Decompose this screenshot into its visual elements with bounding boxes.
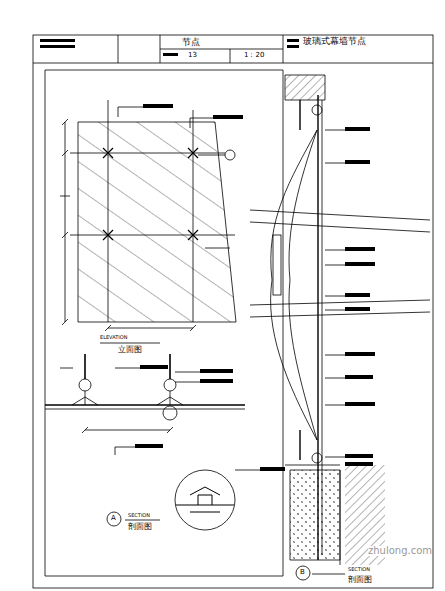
- callout-letter: A: [111, 515, 116, 522]
- view-name: 立面图: [118, 346, 142, 354]
- callout-bars: [40, 39, 375, 471]
- view-name: SECTION: [128, 513, 150, 518]
- title-text: 节点: [182, 38, 200, 47]
- view-name: 剖面图: [348, 576, 372, 584]
- drawing-title: 玻璃式幕墙节点: [303, 37, 366, 46]
- sheet-number: 13: [188, 52, 197, 59]
- watermark: zhulong.com: [368, 546, 432, 556]
- view-name: ELEVATION: [100, 335, 127, 340]
- view-name: SECTION: [348, 567, 370, 572]
- view-name: 剖面图: [128, 523, 152, 531]
- scale-text: 1：20: [244, 52, 264, 59]
- callout-letter: B: [300, 569, 305, 576]
